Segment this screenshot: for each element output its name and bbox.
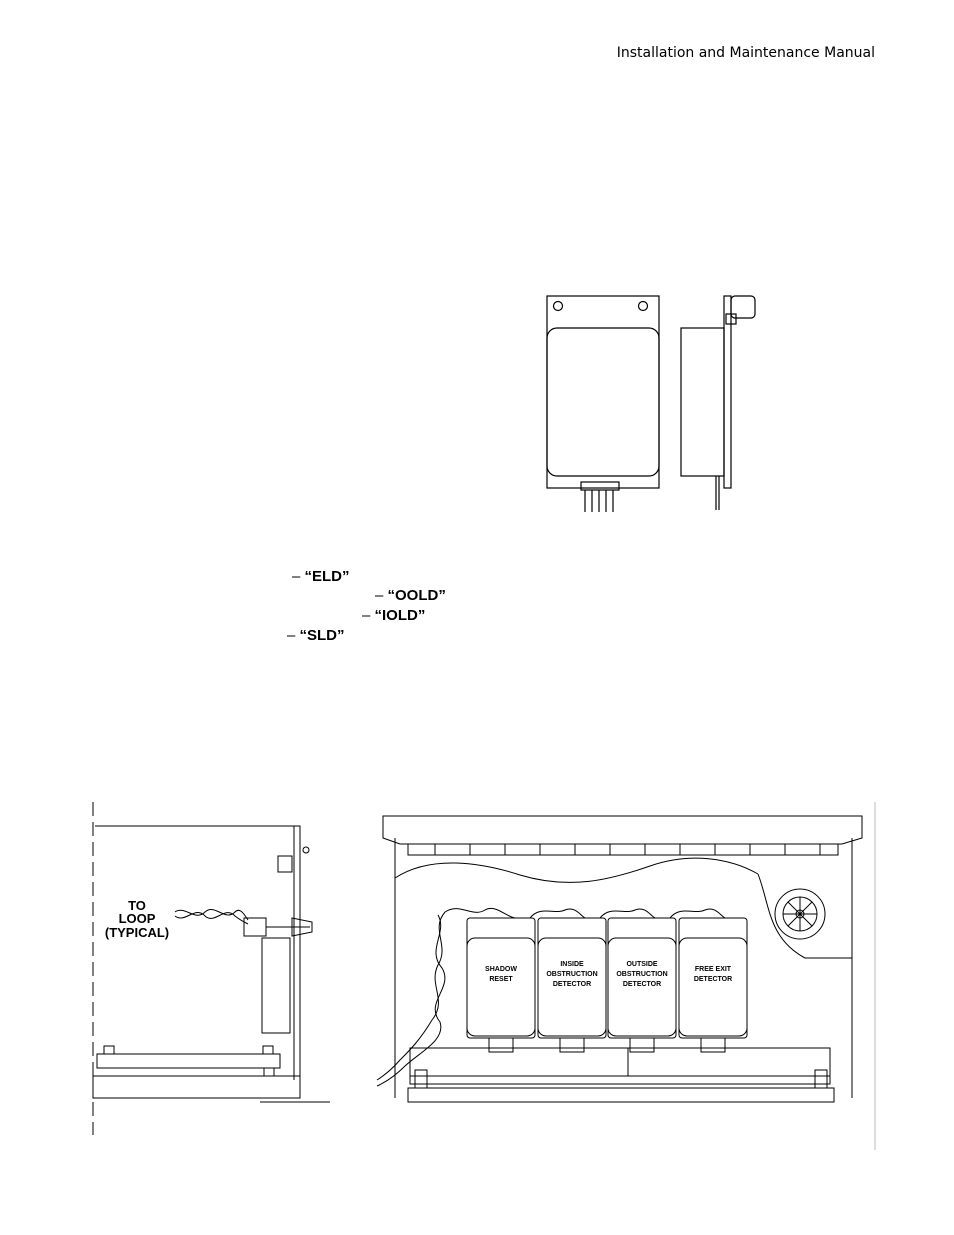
code-dash: –	[292, 568, 301, 585]
module-inside-obstruction-detector: INSIDE OBSTRUCTION DETECTOR	[537, 917, 607, 1053]
module-shadow-reset: SHADOW RESET	[466, 917, 536, 1053]
page-header-title: Installation and Maintenance Manual	[616, 45, 875, 61]
module-label-line: SHADOW	[485, 966, 517, 973]
module-outside-obstruction-detector: OUTSIDE OBSTRUCTION DETECTOR	[607, 917, 677, 1053]
detector-front-view	[546, 295, 660, 512]
code-line-eld: – “ELD”	[292, 568, 350, 585]
module-label-line: OUTSIDE	[626, 961, 657, 968]
module-label-line: INSIDE	[560, 961, 584, 968]
loop-label-line1: TO	[128, 898, 146, 913]
module-label-line: OBSTRUCTION	[616, 971, 667, 978]
detector-side-view	[680, 295, 756, 510]
code-sld: “SLD”	[299, 627, 345, 644]
module-label-line: DETECTOR	[694, 976, 732, 983]
code-dash: –	[287, 627, 296, 644]
code-eld: “ELD”	[304, 568, 350, 585]
code-line-oold: – “OOLD”	[375, 587, 446, 604]
module-free-exit-detector: FREE EXIT DETECTOR	[678, 917, 748, 1053]
module-label-line: OBSTRUCTION	[546, 971, 597, 978]
side-view: TO LOOP (TYPICAL)	[92, 802, 330, 1135]
code-line-iold: – “IOLD”	[362, 607, 425, 624]
module-label-line: FREE EXIT	[695, 966, 732, 973]
loop-label-line2: LOOP	[119, 911, 156, 926]
module-label-line: RESET	[489, 976, 513, 983]
loop-label-line3: (TYPICAL)	[105, 925, 169, 940]
front-view	[376, 802, 876, 1150]
code-line-sld: – “SLD”	[287, 627, 345, 644]
module-label-line: DETECTOR	[623, 981, 661, 988]
code-iold: “IOLD”	[374, 607, 426, 624]
code-dash: –	[375, 587, 384, 604]
module-label-line: DETECTOR	[553, 981, 591, 988]
code-oold: “OOLD”	[387, 587, 446, 604]
code-dash: –	[362, 607, 371, 624]
